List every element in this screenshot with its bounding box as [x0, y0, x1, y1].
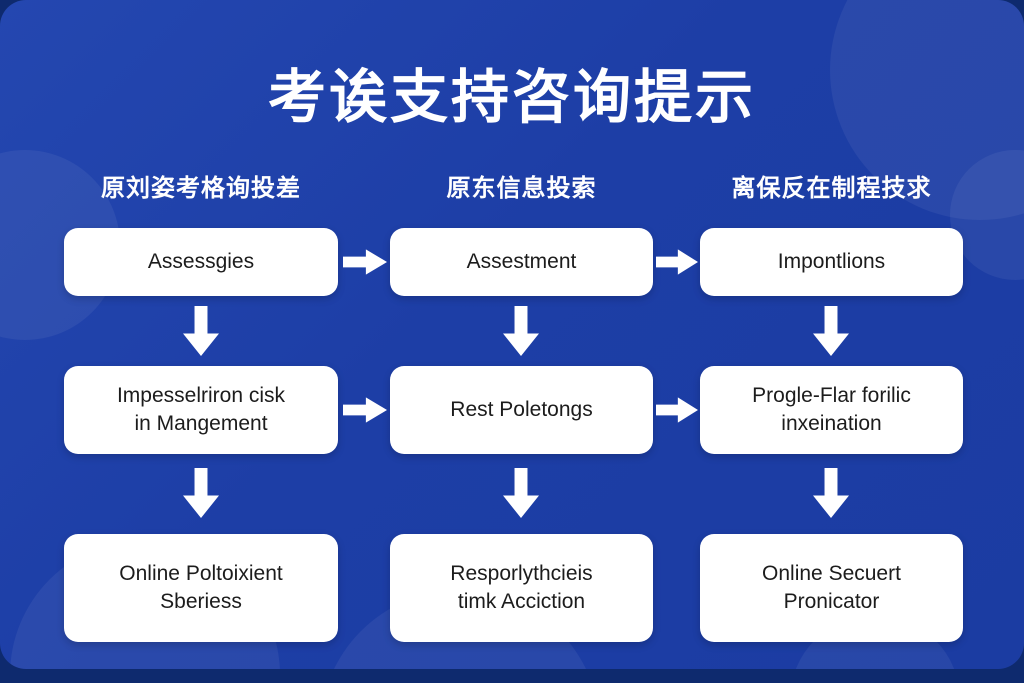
page-title: 考诶支持咨询提示 — [267, 65, 756, 130]
flow-box-col2-row1: Assestment — [390, 228, 653, 296]
flow-box-col1-row1: Assessgies — [64, 228, 338, 296]
flow-box-label: Impesselriron cisk in Mangement — [116, 383, 286, 435]
arrow-right-icon — [656, 397, 698, 423]
arrow-right-icon — [343, 397, 387, 423]
arrow-right-icon — [656, 249, 698, 275]
arrow-down-icon — [503, 306, 539, 356]
column-header-3: 离保反在制程技求 — [731, 175, 932, 202]
flow-box-col1-row2: Impesselriron cisk in Mangement — [64, 366, 338, 454]
arrow-right-icon — [343, 249, 387, 275]
flow-box-label: Online Poltoixient Sberiess — [119, 561, 283, 613]
arrow-down-icon — [503, 468, 539, 518]
flow-box-label: Impontlions — [777, 249, 886, 273]
flow-box-col1-row3: Online Poltoixient Sberiess — [64, 534, 338, 642]
column-header-2: 原东信息投索 — [446, 175, 597, 202]
flow-box-col2-row2: Rest Poletongs — [390, 366, 653, 454]
arrow-down-icon — [183, 468, 219, 518]
arrow-down-icon — [813, 468, 849, 518]
flow-box-label: Online Secuert Pronicator — [762, 561, 901, 613]
flow-box-col2-row3: Resporlythcieis timk Acciction — [390, 534, 653, 642]
infographic-canvas: 考诶支持咨询提示 原刘姿考格询投差 原东信息投索 离保反在制程技求 Assess… — [0, 0, 1024, 669]
arrow-down-icon — [813, 306, 849, 356]
flow-box-label: Progle-Flar forilic inxeination — [752, 383, 911, 435]
column-header-1: 原刘姿考格询投差 — [101, 175, 301, 202]
flow-box-label: Rest Poletongs — [450, 397, 593, 421]
flow-box-col3-row1: Impontlions — [700, 228, 963, 296]
flow-box-col3-row2: Progle-Flar forilic inxeination — [700, 366, 963, 454]
flow-box-label: Resporlythcieis timk Acciction — [450, 561, 593, 613]
flow-box-label: Assestment — [466, 249, 577, 273]
arrow-down-icon — [183, 306, 219, 356]
flow-box-label: Assessgies — [147, 249, 255, 273]
flow-box-col3-row3: Online Secuert Pronicator — [700, 534, 963, 642]
